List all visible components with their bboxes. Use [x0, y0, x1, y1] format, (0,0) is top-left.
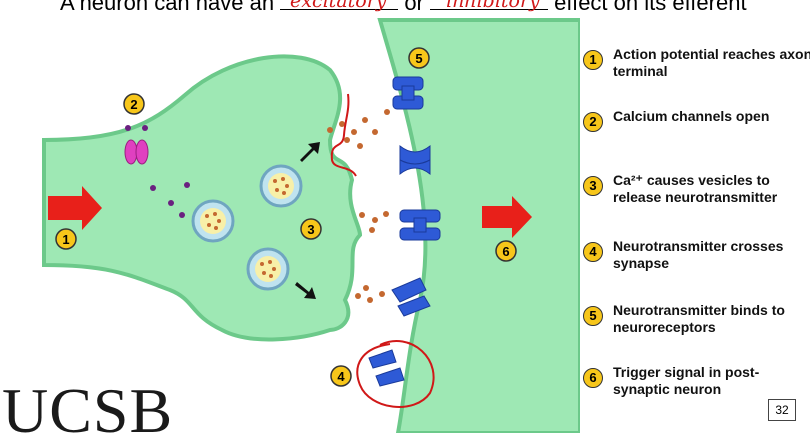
step-badge: 1 — [583, 50, 603, 70]
step-4: 4 Neurotransmitter crosses synapse — [583, 238, 810, 272]
calcium-ions — [125, 125, 190, 218]
step-text: Action potential reaches axon terminal — [613, 46, 810, 79]
vesicle — [246, 247, 290, 291]
neuroreceptor — [392, 76, 424, 110]
svg-text:6: 6 — [502, 244, 509, 259]
vesicle — [191, 199, 235, 243]
badge-5: 5 — [408, 47, 430, 69]
step-text: Neurotransmitter binds to neuroreceptors — [613, 302, 785, 335]
neuroreceptor — [391, 277, 431, 317]
vesicle — [259, 164, 303, 208]
step-3: 3 Ca²⁺ causes vesicles to release neurot… — [583, 172, 810, 206]
neurotransmitter-molecules — [327, 109, 390, 303]
vesicle-motion-arrow — [295, 282, 316, 299]
ucsb-logo: UCSB — [2, 375, 174, 446]
handwritten-inhibitory: inhibitory — [446, 0, 540, 12]
annotation-circle — [356, 340, 435, 408]
badge-3: 3 — [300, 218, 322, 240]
calcium-channel — [124, 139, 149, 165]
step-badge: 5 — [583, 306, 603, 326]
neuroreceptor — [368, 349, 405, 387]
step-text: Calcium channels open — [613, 108, 770, 124]
step-badge: 6 — [583, 368, 603, 388]
svg-text:4: 4 — [337, 369, 345, 384]
svg-text:1: 1 — [62, 232, 69, 247]
badge-2: 2 — [123, 93, 145, 115]
title-suffix: effect on its efferent — [554, 0, 747, 15]
badge-4: 4 — [330, 365, 352, 387]
neuroreceptor — [399, 144, 431, 176]
slide-number: 32 — [768, 399, 796, 421]
title-blank-1 — [280, 0, 399, 10]
step-5: 5 Neurotransmitter binds to neurorecepto… — [583, 302, 810, 336]
annotation-curve — [330, 93, 357, 177]
slide-title: A neuron can have an or effect on its ef… — [60, 0, 810, 16]
neuroreceptor — [399, 209, 441, 241]
handwritten-excitatory: excitatory — [290, 0, 387, 12]
title-blank-2 — [430, 0, 548, 10]
badge-1: 1 — [55, 228, 77, 250]
output-arrow — [482, 196, 532, 238]
step-text: Neurotransmitter crosses synapse — [613, 238, 784, 271]
step-text: Ca²⁺ causes vesicles to release neurotra… — [613, 172, 778, 205]
svg-text:2: 2 — [130, 97, 137, 112]
synapse-diagram: 1 2 3 4 5 6 — [42, 18, 580, 433]
step-text: Trigger signal in post-synaptic neuron — [613, 364, 760, 397]
step-badge: 3 — [583, 176, 603, 196]
step-badge: 2 — [583, 112, 603, 132]
input-arrow — [48, 186, 102, 230]
title-connector: or — [404, 0, 424, 15]
svg-text:5: 5 — [415, 51, 422, 66]
svg-text:3: 3 — [307, 222, 314, 237]
step-badge: 4 — [583, 242, 603, 262]
step-6: 6 Trigger signal in post-synaptic neuron — [583, 364, 810, 398]
step-2: 2 Calcium channels open — [583, 108, 810, 132]
step-1: 1 Action potential reaches axon terminal — [583, 46, 810, 80]
badge-6: 6 — [495, 240, 517, 262]
vesicle-motion-arrow — [300, 142, 320, 162]
title-prefix: A neuron can have an — [60, 0, 275, 15]
